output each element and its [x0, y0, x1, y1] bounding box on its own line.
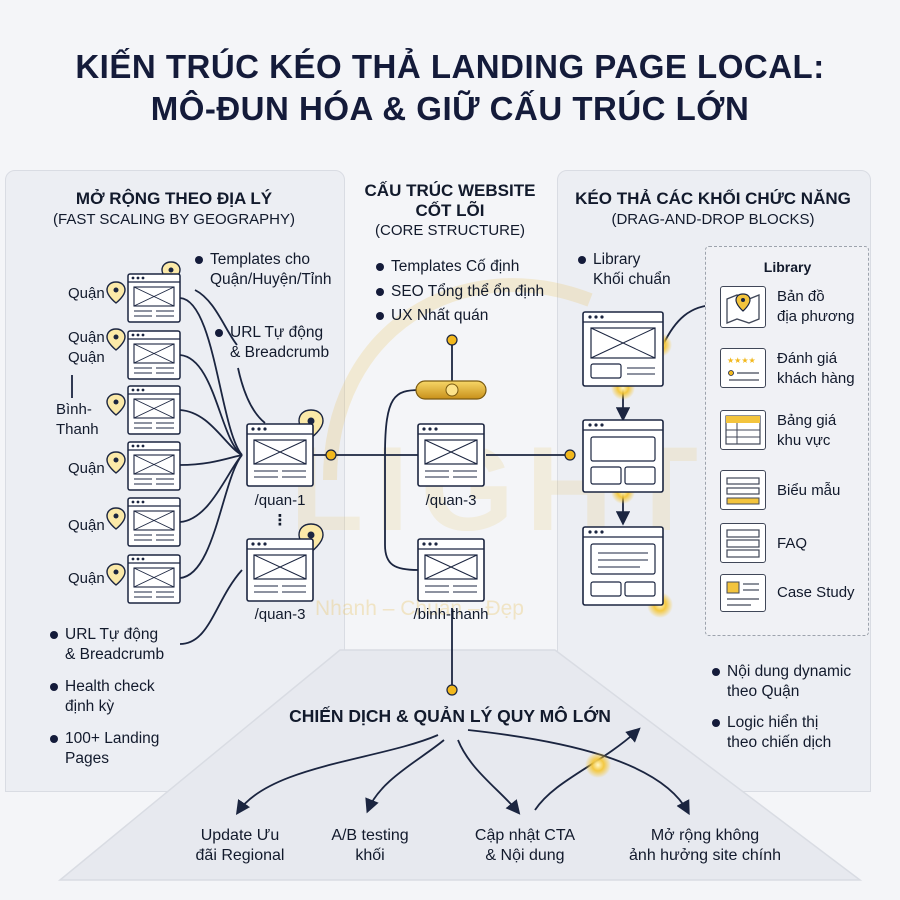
title-line-2: MÔ-ĐUN HÓA & GIỮ CẤU TRÚC LỚN — [150, 90, 750, 127]
left-bullet: Health check định kỳ — [50, 678, 155, 715]
library-note: Library Khối chuẩn — [578, 251, 671, 288]
library-item-label: Case Study — [777, 584, 855, 601]
center-bullet: Templates Cố định — [375, 258, 520, 275]
library-item-review[interactable]: ★★★★ Đánh giá khách hàng — [720, 346, 865, 396]
library-item-map[interactable]: Bản đồ địa phương — [720, 284, 865, 334]
review-icon: ★★★★ — [720, 348, 766, 388]
library-item-case-study[interactable]: Case Study — [720, 574, 865, 618]
left-callout: URL Tự động & Breadcrumb — [214, 324, 330, 361]
library-item-form[interactable]: Biểu mẫu — [720, 470, 865, 514]
right-subheading: (DRAG-AND-DROP BLOCKS) — [611, 211, 815, 228]
district-label: Quận — [68, 285, 105, 302]
left-bullet: 100+ Landing Pages — [49, 730, 160, 767]
district-label: Quận — [68, 517, 105, 534]
library-title: Library — [763, 259, 812, 275]
library-item-label: Bảng giá khu vực — [777, 412, 837, 449]
district-label: Quận — [68, 570, 105, 587]
library-item-faq[interactable]: FAQ — [720, 523, 865, 567]
center-heading-2: CỐT LÕI — [415, 201, 485, 220]
right-bullet: Logic hiển thị theo chiến dịch — [711, 714, 832, 751]
center-subheading: (CORE STRUCTURE) — [375, 222, 525, 239]
library-item-label: FAQ — [777, 535, 808, 552]
page-label: /quan-3 — [254, 606, 306, 623]
watermark-tagline: Nhanh – Chuẩn – Đẹp — [315, 597, 524, 620]
right-heading: KÉO THẢ CÁC KHỐI CHỨC NĂNG — [575, 189, 851, 208]
library-item-label: Đánh giá khách hàng — [777, 350, 855, 387]
map-icon — [720, 286, 766, 328]
page-title: KIẾN TRÚC KÉO THẢ LANDING PAGE LOCAL: MÔ… — [0, 46, 900, 130]
bottom-heading: CHIẾN DỊCH & QUẢN LÝ QUY MÔ LỚN — [289, 706, 611, 726]
bottom-item: Mở rộng không ảnh hưởng site chính — [629, 827, 781, 864]
right-bullet: Nội dung dynamic theo Quận — [711, 663, 852, 700]
library-item-label: Bản đồ địa phương — [777, 288, 855, 325]
bottom-item: A/B testing khối — [331, 827, 409, 864]
pricing-table-icon — [720, 410, 766, 450]
page-label: /quan-3 — [425, 492, 477, 509]
form-icon — [720, 470, 766, 510]
library-item-label: Biểu mẫu — [777, 482, 841, 499]
svg-text:★★★★: ★★★★ — [727, 356, 756, 365]
left-heading: MỞ RỘNG THEO ĐỊA LÝ — [75, 189, 273, 208]
left-subheading: (FAST SCALING BY GEOGRAPHY) — [52, 211, 295, 228]
library-item-pricing[interactable]: Bảng giá khu vực — [720, 408, 865, 458]
bottom-item: Update Ưu đãi Regional — [195, 827, 285, 864]
page-label-ellipsis: ⋮ — [272, 512, 288, 529]
page-label: /binh-thanh — [413, 606, 489, 623]
faq-icon — [720, 523, 766, 563]
center-heading: CẤU TRÚC WEBSITE — [364, 181, 536, 200]
district-label: Quận — [68, 460, 105, 477]
bottom-item: Cập nhật CTA & Nội dung — [474, 827, 576, 864]
title-line-1: KIẾN TRÚC KÉO THẢ LANDING PAGE LOCAL: — [75, 48, 825, 85]
center-bullet: UX Nhất quán — [375, 307, 489, 324]
left-callout: Templates cho Quận/Huyện/Tỉnh — [195, 251, 332, 288]
case-study-icon — [720, 574, 766, 612]
page-label: /quan-1 — [254, 492, 306, 509]
center-bullet: SEO Tổng thể ổn định — [375, 283, 545, 300]
district-label: Quận Quận — [68, 329, 105, 366]
left-bullet: URL Tự động & Breadcrumb — [49, 626, 165, 663]
district-label: Bình- Thanh — [56, 401, 99, 438]
